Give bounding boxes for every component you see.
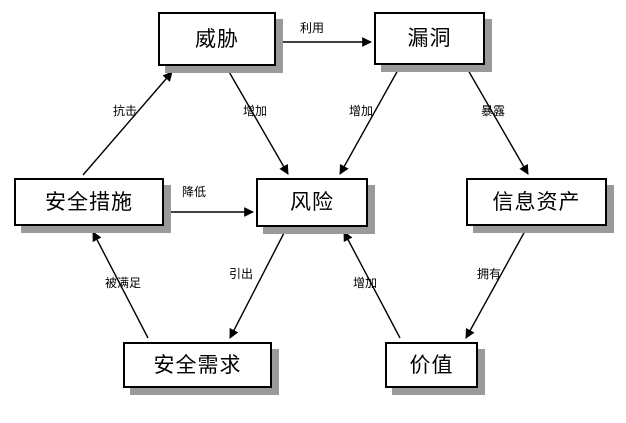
node-label-threat: 威胁 <box>195 26 239 51</box>
edge-label-safeguard-reduces-risk: 降低 <box>182 185 207 199</box>
edge-vulnerability-exposes-asset <box>467 69 529 175</box>
node-label-safeguard: 安全措施 <box>45 189 133 214</box>
edge-vulnerability-increases-risk <box>339 69 399 175</box>
node-label-vulnerability: 漏洞 <box>407 26 452 50</box>
edge-requirement-satisfied-by-safeguard <box>92 231 149 339</box>
edge-label-risk-derives-requirement: 引出 <box>229 267 254 281</box>
edge-asset-has-value <box>465 230 526 339</box>
edge-value-increases-risk <box>343 231 401 339</box>
edge-safeguard-counters-threat <box>82 71 173 176</box>
node-risk[interactable]: 风险 <box>256 178 368 227</box>
edge-label-threat-exploits-vulnerability: 利用 <box>300 21 325 35</box>
node-label-risk: 风险 <box>290 190 334 214</box>
node-requirement[interactable]: 安全需求 <box>123 342 272 388</box>
node-label-value: 价值 <box>409 352 454 377</box>
node-threat[interactable]: 威胁 <box>158 12 276 66</box>
edge-label-requirement-satisfied-by-safeguard: 被满足 <box>105 276 142 290</box>
node-label-asset: 信息资产 <box>492 189 581 214</box>
node-safeguard[interactable]: 安全措施 <box>14 178 164 226</box>
edge-label-threat-increases-risk: 增加 <box>243 104 268 118</box>
edge-label-safeguard-counters-threat: 抗击 <box>113 104 138 118</box>
edge-label-vulnerability-increases-risk: 增加 <box>349 104 374 118</box>
node-label-requirement: 安全需求 <box>153 352 242 377</box>
node-vulnerability[interactable]: 漏洞 <box>374 12 485 65</box>
edge-label-asset-has-value: 拥有 <box>477 267 502 281</box>
node-value[interactable]: 价值 <box>385 342 478 388</box>
edge-label-vulnerability-exposes-asset: 暴露 <box>481 104 506 118</box>
edge-label-value-increases-risk: 增加 <box>353 276 378 290</box>
edge-risk-derives-requirement <box>229 230 286 339</box>
edge-threat-increases-risk <box>227 69 289 175</box>
node-asset[interactable]: 信息资产 <box>466 178 607 226</box>
